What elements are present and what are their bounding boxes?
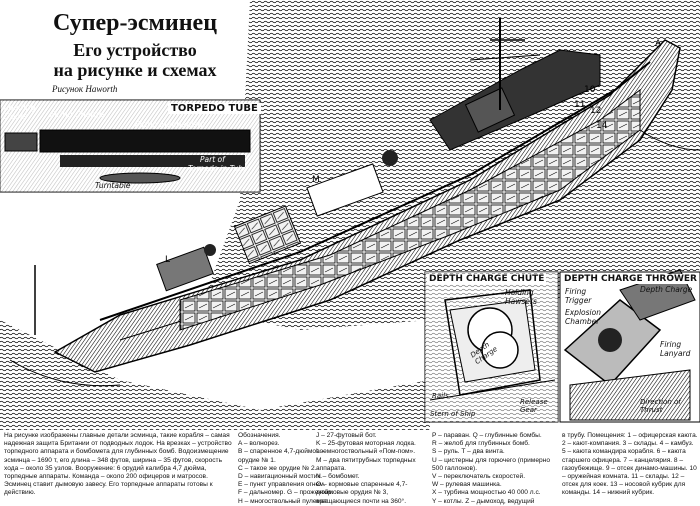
firing-charge-label: Firing Charge (50, 110, 104, 119)
depth-charge-chute-inset (424, 271, 559, 423)
turntable-label: Turntable (95, 181, 131, 190)
torpedo-tube-inset (0, 99, 261, 193)
depth-charge-chute-heading: DEPTH CHARGE CHUTE (427, 274, 547, 284)
torpedo-tube-heading: TORPEDO TUBE (168, 103, 261, 114)
ship-markers: A L M 14 12 11 10 (165, 39, 662, 265)
firing-mechanism-label: Firing Mechanism (135, 120, 206, 129)
legend-column-3: P – параван. Q – глубинные бомбы. R – же… (432, 432, 550, 505)
marker-l: L (165, 255, 170, 265)
ship-hull (9, 18, 700, 387)
subtitle-line-2: на рисунке и схемах (53, 60, 217, 80)
marker-14: 14 (596, 121, 608, 131)
legend-column-4: в трубу. Помещения: 1 – офицерская каюта… (562, 432, 698, 497)
stern-of-ship-label: Stern of Ship (430, 410, 476, 418)
loading-doors-label: Loading Doors (4, 103, 36, 121)
firing-lanyard-label: Firing Lanyard (660, 340, 691, 358)
thrower-depth-charge-label: Depth Charge (640, 285, 693, 294)
page-title: Супер-эсминец (52, 10, 218, 36)
subtitle-line-1: Его устройство (73, 40, 197, 60)
firing-trigger-label: Firing Trigger (565, 287, 592, 305)
rails-label: Rails (432, 392, 449, 400)
marker-a: A (655, 39, 662, 49)
intro-paragraph: На рисунке изображены главные детали эсм… (4, 432, 232, 497)
part-of-label: Part of (200, 155, 225, 164)
legend-column-2: J – 27-футовый бот. K – 25-футовая мотор… (316, 432, 416, 505)
explosion-chamber-label: Explosion Chamber (565, 308, 601, 326)
illustration-credit: Рисунок Haworth (52, 84, 118, 94)
marker-11: 11 (574, 100, 585, 110)
marker-10: 10 (584, 85, 596, 95)
destroyer-illustration: A L M 14 12 11 10 (0, 0, 700, 430)
marker-m: M (312, 175, 320, 185)
legend-text: На рисунке изображены главные детали эсм… (0, 432, 700, 505)
marker-12: 12 (590, 106, 601, 116)
depth-charge-thrower-inset (559, 269, 700, 423)
title-block: Супер-эсминец Его устройство на рисунке … (40, 10, 230, 94)
holding-hawsers-label: Holding Hawsers (505, 288, 537, 306)
release-gear-label: Release Gear (520, 398, 548, 414)
direction-of-thrust-label: Direction of Thrust (640, 398, 681, 414)
depth-charge-thrower-heading: DEPTH CHARGE THROWER (562, 274, 699, 284)
torpedo-in-tube-label: Torpedo in Tube (188, 164, 248, 173)
